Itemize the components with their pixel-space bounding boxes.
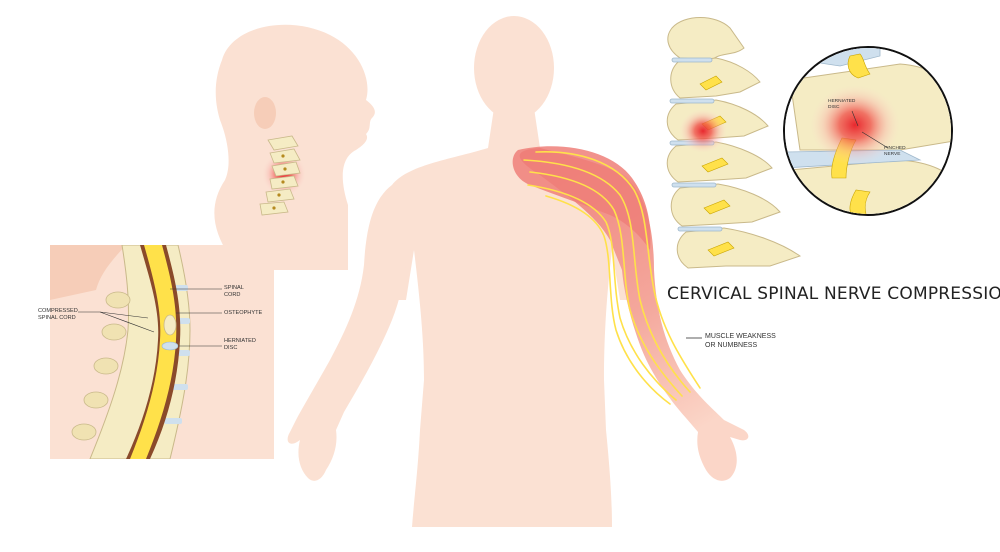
spine-inset <box>50 245 274 459</box>
head-front <box>474 16 554 120</box>
body-front <box>287 16 749 527</box>
arm-nerves <box>523 151 701 405</box>
diagram-title: CERVICAL SPINAL NERVE COMPRESSION <box>667 284 1000 304</box>
label-osteophyte: OSTEOPHYTE <box>224 310 263 316</box>
cervical-spine-stack <box>666 17 802 269</box>
spine-pain-spot <box>679 109 727 153</box>
label-compressed-spinal-cord: COMPRESSED SPINAL CORD <box>38 308 78 321</box>
label-muscle-weakness: MUSCLE WEAKNESS OR NUMBNESS <box>705 333 776 349</box>
label-spinal-cord: SPINAL CORD <box>224 285 244 298</box>
neck-spine-small <box>259 135 306 216</box>
inflamed-arm <box>519 148 749 481</box>
label-pinched-nerve: PINCHED NERVE <box>884 146 906 157</box>
head-profile <box>214 24 375 270</box>
label-herniated-disc-zoom: HERNIATED DISC <box>828 99 856 110</box>
zoom-circle <box>783 46 953 216</box>
label-herniated-disc-inset: HERNIATED DISC <box>224 338 256 351</box>
